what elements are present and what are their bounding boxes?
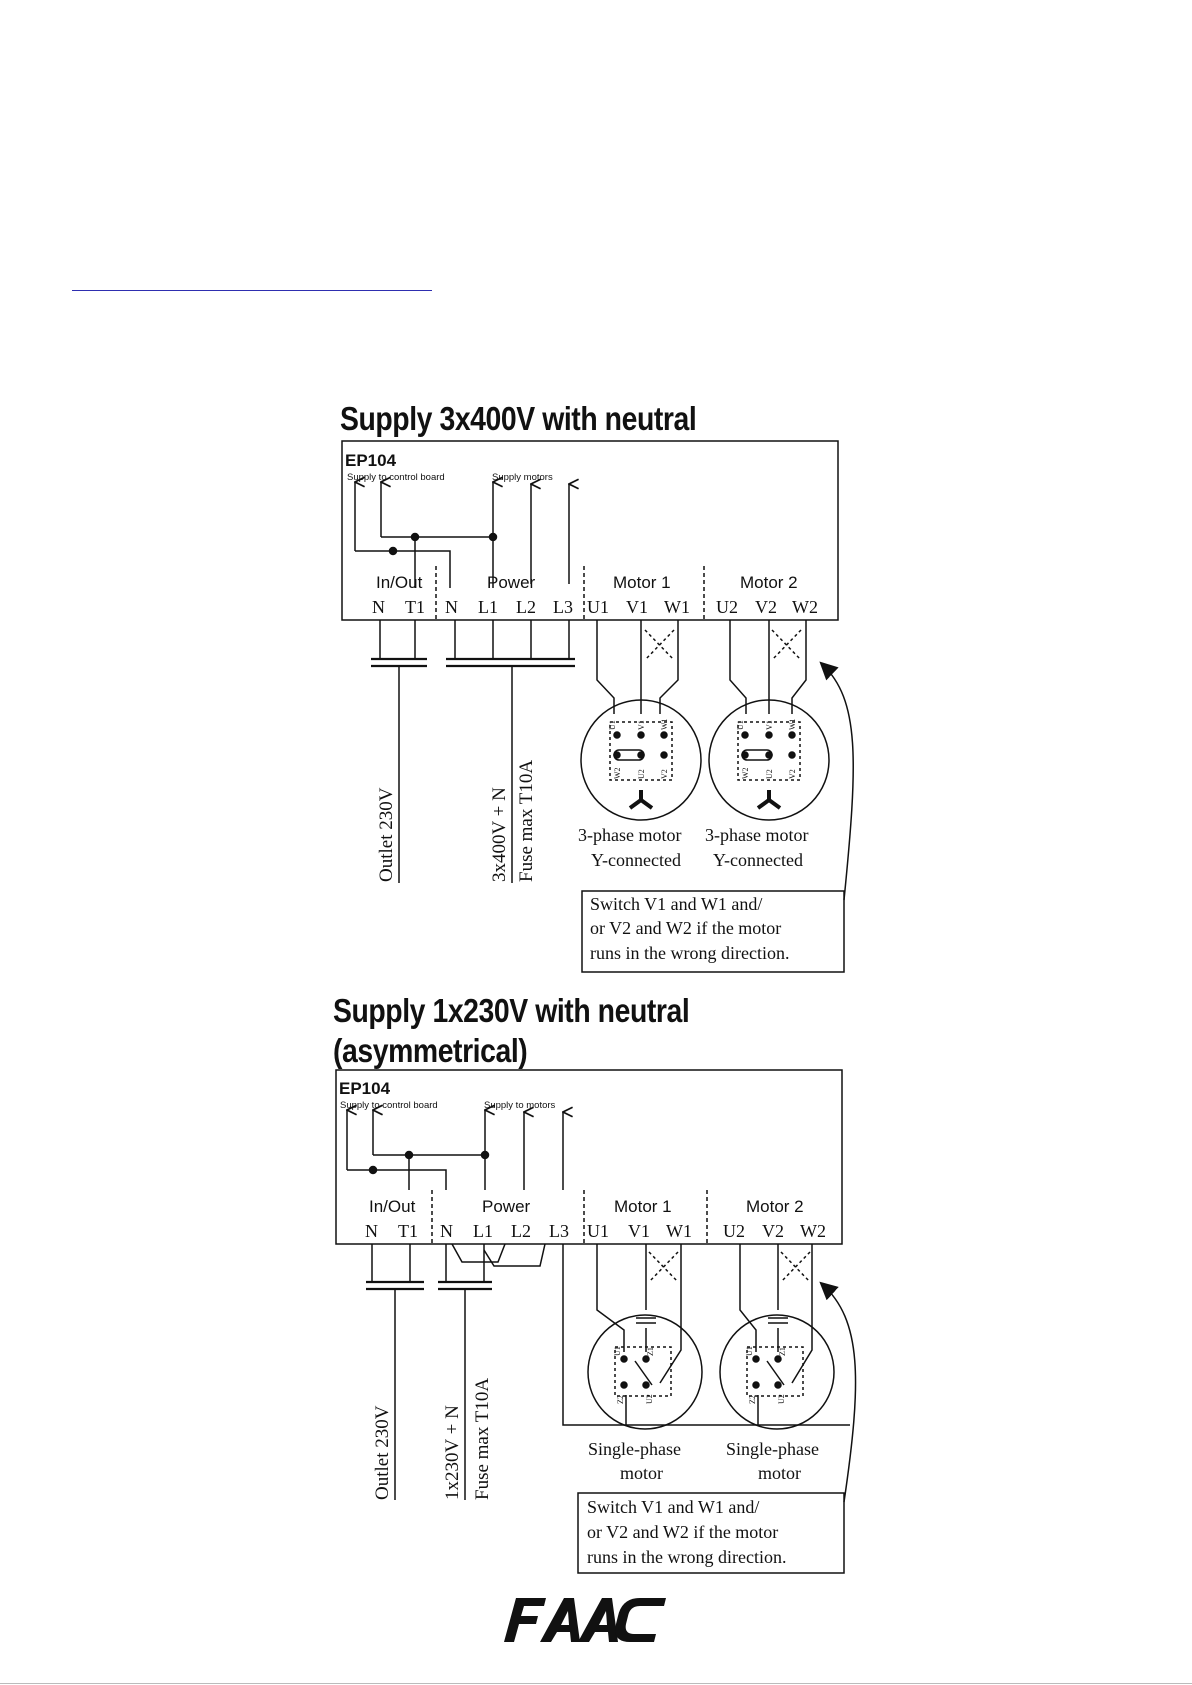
group-label: Motor 1 [613, 573, 671, 592]
motor-pin-label: Z2 [616, 1395, 625, 1404]
group-label: Power [482, 1197, 531, 1216]
terminal-label: U1 [587, 1221, 609, 1241]
terminal-label: U1 [587, 597, 609, 617]
motor-pin-label: W2 [613, 767, 622, 779]
motor2-caption: Single-phase [726, 1439, 819, 1459]
page-bottom-rule [0, 1683, 1192, 1684]
motor-pin-label: U1 [608, 720, 617, 730]
terminal-label: W2 [792, 597, 818, 617]
terminal-label: U2 [716, 597, 738, 617]
group-label: Motor 2 [740, 573, 798, 592]
note-line: runs in the wrong direction. [587, 1547, 786, 1567]
group-label: Motor 2 [746, 1197, 804, 1216]
motor-pin-label: U1 [745, 1346, 754, 1356]
terminal-label: N [445, 597, 458, 617]
group-label: In/Out [369, 1197, 416, 1216]
diagram2 [335, 1069, 857, 1574]
terminal-label: W1 [666, 1221, 692, 1241]
group-label: Motor 1 [614, 1197, 672, 1216]
terminal-label: L2 [511, 1221, 531, 1241]
supply-motors-label: Supply to motors [484, 1100, 556, 1111]
terminal-label: L2 [516, 597, 536, 617]
motor-pin-label: U2 [765, 769, 774, 779]
group-label: Power [487, 573, 536, 592]
diagram2-title: Supply 1x230V with neutral [333, 992, 690, 1029]
note-box [577, 1492, 845, 1574]
terminal-label: N [440, 1221, 453, 1241]
motor-pin-label: V1 [765, 720, 774, 730]
board-label: EP104 [345, 451, 397, 470]
board-box [341, 440, 839, 621]
diagram2-subtitle: (asymmetrical) [333, 1032, 528, 1069]
motor-pin-label: Z1 [778, 1347, 787, 1356]
motor1-caption-sub: Y-connected [591, 850, 681, 870]
terminal-label: V1 [626, 597, 648, 617]
faac-logo [504, 1598, 666, 1642]
fuse-label: Fuse max T10A [472, 1378, 493, 1500]
supply-control-label: Supply to control board [340, 1100, 438, 1111]
terminal-label: N [365, 1221, 378, 1241]
outlet-label: Outlet 230V [372, 1405, 393, 1500]
supply-voltage-label: 3x400V + N [489, 787, 510, 882]
terminal-label: V2 [762, 1221, 784, 1241]
terminal-label: T1 [405, 597, 425, 617]
diagram1 [341, 440, 854, 973]
motor-pin-label: U2 [637, 769, 646, 779]
motor-pin-label: Z2 [748, 1395, 757, 1404]
note-line: or V2 and W2 if the motor [590, 918, 781, 938]
motor-pin-label: W1 [788, 718, 797, 730]
motor-pin-label: U1 [613, 1346, 622, 1356]
link-underline[interactable] [72, 290, 432, 291]
terminal-label: L3 [549, 1221, 569, 1241]
group-label: In/Out [376, 573, 423, 592]
motor-pin-label: W2 [741, 767, 750, 779]
fuse-label: Fuse max T10A [516, 760, 537, 882]
terminal-label: N [372, 597, 385, 617]
terminal-label: L3 [553, 597, 573, 617]
note-box [581, 890, 845, 973]
note-line: runs in the wrong direction. [590, 943, 789, 963]
terminal-label: L1 [478, 597, 498, 617]
motor-pin-label: U2 [777, 1394, 786, 1404]
motor-pin-label: U1 [736, 720, 745, 730]
diagram1-title: Supply 3x400V with neutral [340, 400, 697, 437]
terminal-label: V1 [628, 1221, 650, 1241]
terminal-label: W1 [664, 597, 690, 617]
terminal-label: U2 [723, 1221, 745, 1241]
motor1-caption: Single-phase [588, 1439, 681, 1459]
motor2-caption-sub: Y-connected [713, 850, 803, 870]
motor1-caption-sub: motor [620, 1463, 663, 1483]
board-box [335, 1069, 843, 1245]
motor-pin-label: V2 [788, 769, 797, 779]
board-label: EP104 [339, 1079, 391, 1098]
motor2-caption: 3-phase motor [705, 825, 808, 845]
motor1-caption: 3-phase motor [578, 825, 681, 845]
motor-pin-label: W1 [660, 718, 669, 730]
terminal-label: L1 [473, 1221, 493, 1241]
supply-voltage-label: 1x230V + N [442, 1405, 463, 1500]
note-line: or V2 and W2 if the motor [587, 1522, 778, 1542]
outlet-label: Outlet 230V [376, 787, 397, 882]
motor-pin-label: U2 [645, 1394, 654, 1404]
motor-pin-label: V2 [660, 769, 669, 779]
terminal-label: T1 [398, 1221, 418, 1241]
terminal-label: V2 [755, 597, 777, 617]
note-line: Switch V1 and W1 and/ [590, 894, 762, 914]
motor2-caption-sub: motor [758, 1463, 801, 1483]
supply-control-label: Supply to control board [347, 472, 445, 483]
motor-pin-label: V1 [637, 720, 646, 730]
supply-motors-label: Supply motors [492, 472, 553, 483]
motor-pin-label: Z1 [646, 1347, 655, 1356]
terminal-label: W2 [800, 1221, 826, 1241]
note-line: Switch V1 and W1 and/ [587, 1497, 759, 1517]
